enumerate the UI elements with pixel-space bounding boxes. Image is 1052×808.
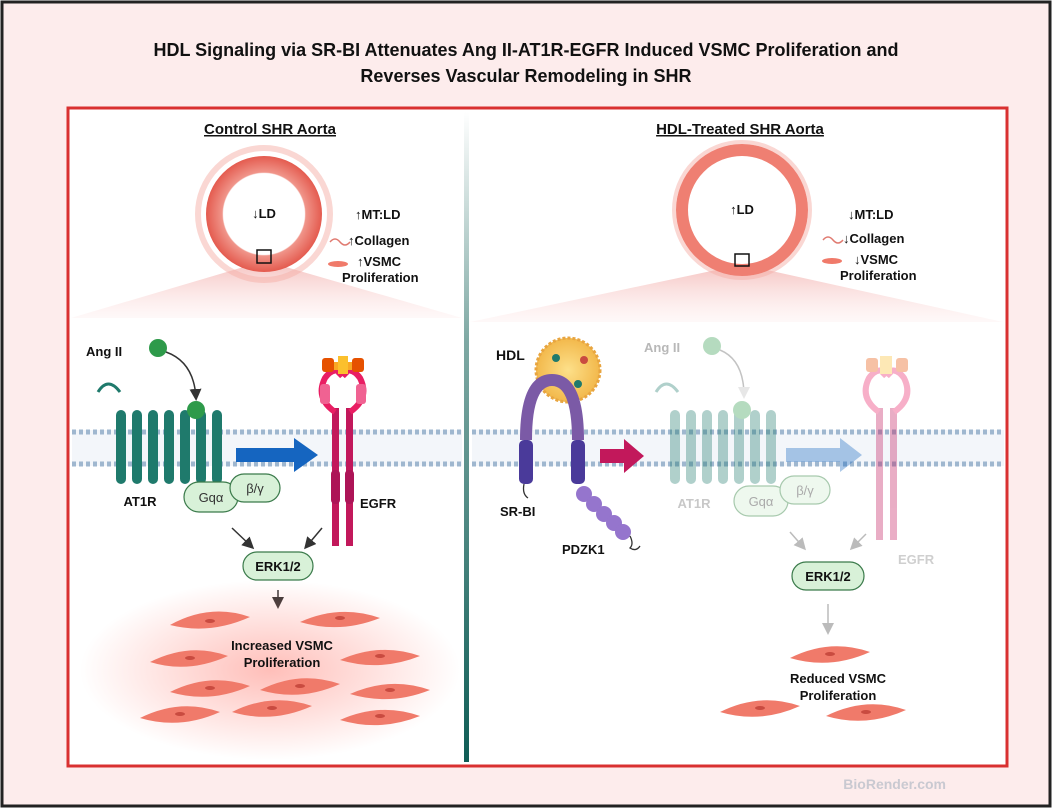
right-mtld: ↓MT:LD: [848, 207, 894, 222]
panel-divider: [464, 112, 469, 762]
title-line-2: Reverses Vascular Remodeling in SHR: [360, 66, 691, 86]
right-ang-label: Ang II: [644, 340, 680, 355]
right-result-2: Proliferation: [800, 688, 877, 703]
left-vsmc-2: Proliferation: [342, 270, 419, 285]
left-vsmc-icon: [328, 261, 348, 267]
right-vsmc-cells: [720, 646, 906, 721]
right-erk-box: [791, 561, 865, 591]
right-erk-label: ERK1/2: [805, 569, 851, 584]
left-collagen: ↑Collagen: [348, 233, 409, 248]
left-vsmc-cells: [80, 580, 460, 760]
right-egfr-label: EGFR: [898, 552, 935, 567]
right-heading: HDL-Treated SHR Aorta: [656, 121, 824, 138]
left-bg-label: β/γ: [246, 481, 264, 496]
left-erk-box: [242, 551, 314, 581]
right-collagen-icon: [822, 236, 844, 244]
right-pdzk1-label: PDZK1: [562, 542, 605, 557]
right-at1r-label: AT1R: [678, 496, 712, 511]
right-vsmc-1: ↓VSMC: [854, 252, 899, 267]
left-gq-label: Gqα: [199, 490, 224, 505]
right-zoom-cone: [470, 266, 1003, 322]
left-egfr-to-erk-arrow: [304, 527, 323, 550]
left-panel: Control SHR Aorta ↓LD ↑MT:LD ↑Collagen ↑…: [71, 121, 462, 760]
right-pdzk1: [576, 486, 641, 551]
title-line-1: HDL Signaling via SR-BI Attenuates Ang I…: [153, 40, 898, 60]
left-erk-label: ERK1/2: [255, 559, 301, 574]
right-hdl-label: HDL: [496, 347, 525, 363]
left-at1r-label: AT1R: [124, 494, 158, 509]
left-bg-box: [229, 473, 281, 503]
left-result-2: Proliferation: [244, 655, 321, 670]
right-srbi-receptor: [519, 373, 585, 499]
right-bg-label: β/γ: [796, 483, 814, 498]
left-egfr-receptor: [318, 356, 367, 546]
left-zoom-cone: [71, 263, 462, 318]
right-vsmc-icon: [822, 258, 842, 264]
right-inhibition-arrow: [600, 439, 644, 473]
left-heading: Control SHR Aorta: [204, 121, 337, 138]
left-zoom-box: [256, 249, 272, 264]
left-vsmc-1: ↑VSMC: [357, 254, 402, 269]
right-egfr-to-erk-arrow: [849, 533, 867, 551]
right-collagen: ↓Collagen: [843, 231, 904, 246]
right-membrane: [472, 429, 1004, 467]
right-srbi-label: SR-BI: [500, 504, 535, 519]
biorender-watermark: BioRender.com: [843, 776, 946, 792]
left-transactivation-arrow: [236, 438, 318, 472]
right-result-1: Reduced VSMC: [790, 671, 887, 686]
left-gq-to-erk-arrow: [231, 527, 255, 550]
left-aorta-lumen: [224, 174, 304, 254]
left-egfr-label: EGFR: [360, 496, 397, 511]
left-ang-ligand: [149, 339, 167, 357]
left-ang-arrow: [165, 351, 202, 401]
left-aorta-glow: [195, 145, 333, 283]
right-bg-box: [779, 475, 831, 505]
right-aorta-ring: [676, 144, 808, 276]
right-gq-to-erk-arrow: [789, 531, 806, 551]
left-ang-label: Ang II: [86, 344, 122, 359]
right-gq-label: Gqα: [749, 494, 774, 509]
right-vsmc-2: Proliferation: [840, 268, 917, 283]
right-panel: HDL-Treated SHR Aorta ↑LD ↓MT:LD ↓Collag…: [470, 121, 1004, 721]
left-at1r-receptor: [96, 382, 222, 484]
right-aorta-glow: [672, 140, 812, 280]
left-collagen-icon: [329, 238, 351, 246]
right-zoom-box: [734, 253, 750, 267]
left-ld-label: ↓LD: [252, 206, 276, 221]
right-faded-pathway: [654, 337, 911, 540]
right-ld-label: ↑LD: [730, 202, 754, 217]
left-result-1: Increased VSMC: [231, 638, 333, 653]
left-mtld: ↑MT:LD: [355, 207, 401, 222]
